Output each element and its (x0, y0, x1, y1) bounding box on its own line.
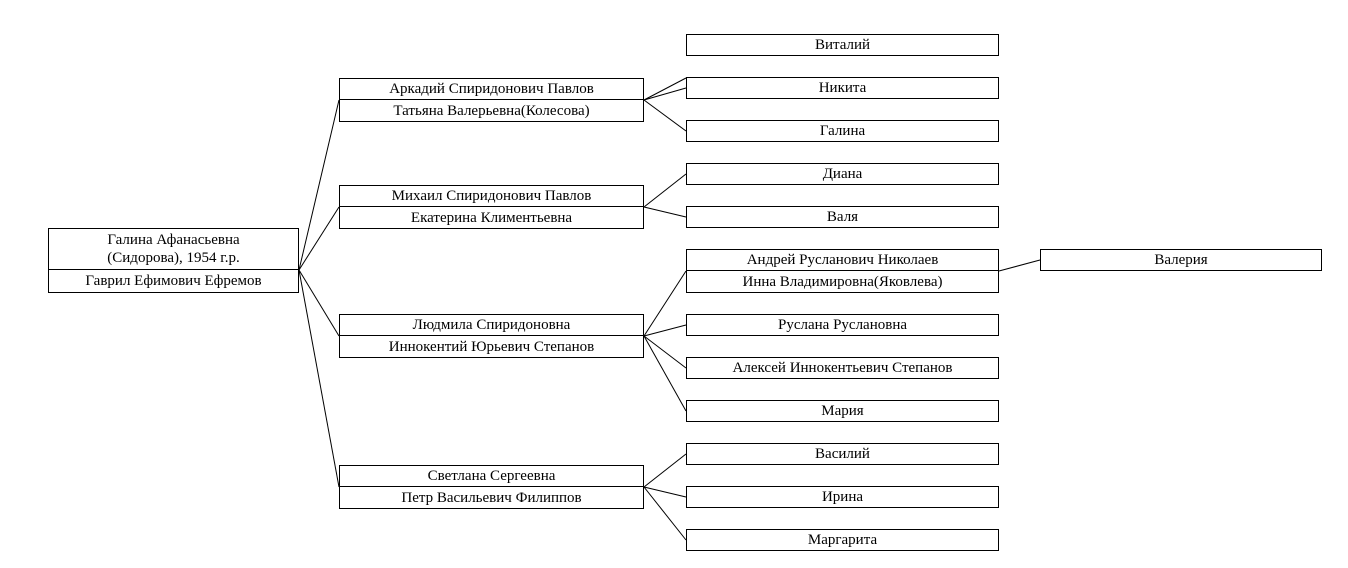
child-couple-node-3: Людмила Спиридоновна Иннокентий Юрьевич … (339, 314, 644, 358)
grandchild-name: Ирина (686, 486, 999, 508)
grandchild-node: Виталий (686, 34, 999, 56)
connector-line (298, 206, 340, 271)
connector-line (643, 173, 687, 208)
root-couple-node: Галина Афанасьевна (Сидорова), 1954 г.р.… (48, 228, 299, 293)
connector-line (643, 99, 687, 132)
connector-line (643, 453, 687, 488)
connector-line (643, 324, 687, 337)
connector-line (643, 486, 687, 541)
grandchild-node: Алексей Иннокентьевич Степанов (686, 357, 999, 379)
child-name: Аркадий Спиридонович Павлов (339, 78, 644, 100)
grandchild-node: Мария (686, 400, 999, 422)
grandchild-name: Алексей Иннокентьевич Степанов (686, 357, 999, 379)
grandchild-couple-node: Андрей Русланович Николаев Инна Владимир… (686, 249, 999, 293)
child-couple-node-4: Светлана Сергеевна Петр Васильевич Филип… (339, 465, 644, 509)
root-spouse-name: Гаврил Ефимович Ефремов (48, 270, 299, 293)
grandchild-node: Руслана Руслановна (686, 314, 999, 336)
grandchild-name: Виталий (686, 34, 999, 56)
child-name: Светлана Сергеевна (339, 465, 644, 487)
child-spouse-name: Петр Васильевич Филиппов (339, 487, 644, 509)
grandchild-node: Маргарита (686, 529, 999, 551)
child-couple-node-2: Михаил Спиридонович Павлов Екатерина Кли… (339, 185, 644, 229)
connector-line (298, 269, 340, 488)
connector-line (998, 259, 1041, 272)
grandchild-node: Валя (686, 206, 999, 228)
root-person-name: Галина Афанасьевна (Сидорова), 1954 г.р. (48, 228, 299, 270)
connector-line (643, 486, 687, 498)
grandchild-name: Валя (686, 206, 999, 228)
connector-line (643, 87, 687, 101)
great-grandchild-name: Валерия (1040, 249, 1322, 271)
connector-line (643, 335, 687, 412)
great-grandchild-node: Валерия (1040, 249, 1322, 271)
grandchild-name: Руслана Руслановна (686, 314, 999, 336)
root-name-line1: Галина Афанасьевна (107, 232, 240, 248)
connector-line (298, 99, 340, 271)
connector-line (643, 270, 687, 337)
grandchild-name: Василий (686, 443, 999, 465)
grandchild-name: Андрей Русланович Николаев (686, 249, 999, 271)
child-name: Людмила Спиридоновна (339, 314, 644, 336)
child-name: Михаил Спиридонович Павлов (339, 185, 644, 207)
grandchild-name: Диана (686, 163, 999, 185)
grandchild-node: Диана (686, 163, 999, 185)
grandchild-node: Ирина (686, 486, 999, 508)
connector-line (643, 77, 687, 101)
connector-line (298, 269, 340, 337)
grandchild-node: Галина (686, 120, 999, 142)
connector-line (643, 206, 687, 218)
grandchild-name: Маргарита (686, 529, 999, 551)
grandchild-name: Мария (686, 400, 999, 422)
root-name-line2: (Сидорова), 1954 г.р. (107, 250, 240, 266)
child-spouse-name: Татьяна Валерьевна(Колесова) (339, 100, 644, 122)
child-spouse-name: Екатерина Климентьевна (339, 207, 644, 229)
grandchild-name: Галина (686, 120, 999, 142)
grandchild-spouse-name: Инна Владимировна(Яковлева) (686, 271, 999, 293)
child-spouse-name: Иннокентий Юрьевич Степанов (339, 336, 644, 358)
child-couple-node-1: Аркадий Спиридонович Павлов Татьяна Вале… (339, 78, 644, 122)
grandchild-name: Никита (686, 77, 999, 99)
connector-line (643, 335, 687, 369)
grandchild-node: Никита (686, 77, 999, 99)
grandchild-node: Василий (686, 443, 999, 465)
